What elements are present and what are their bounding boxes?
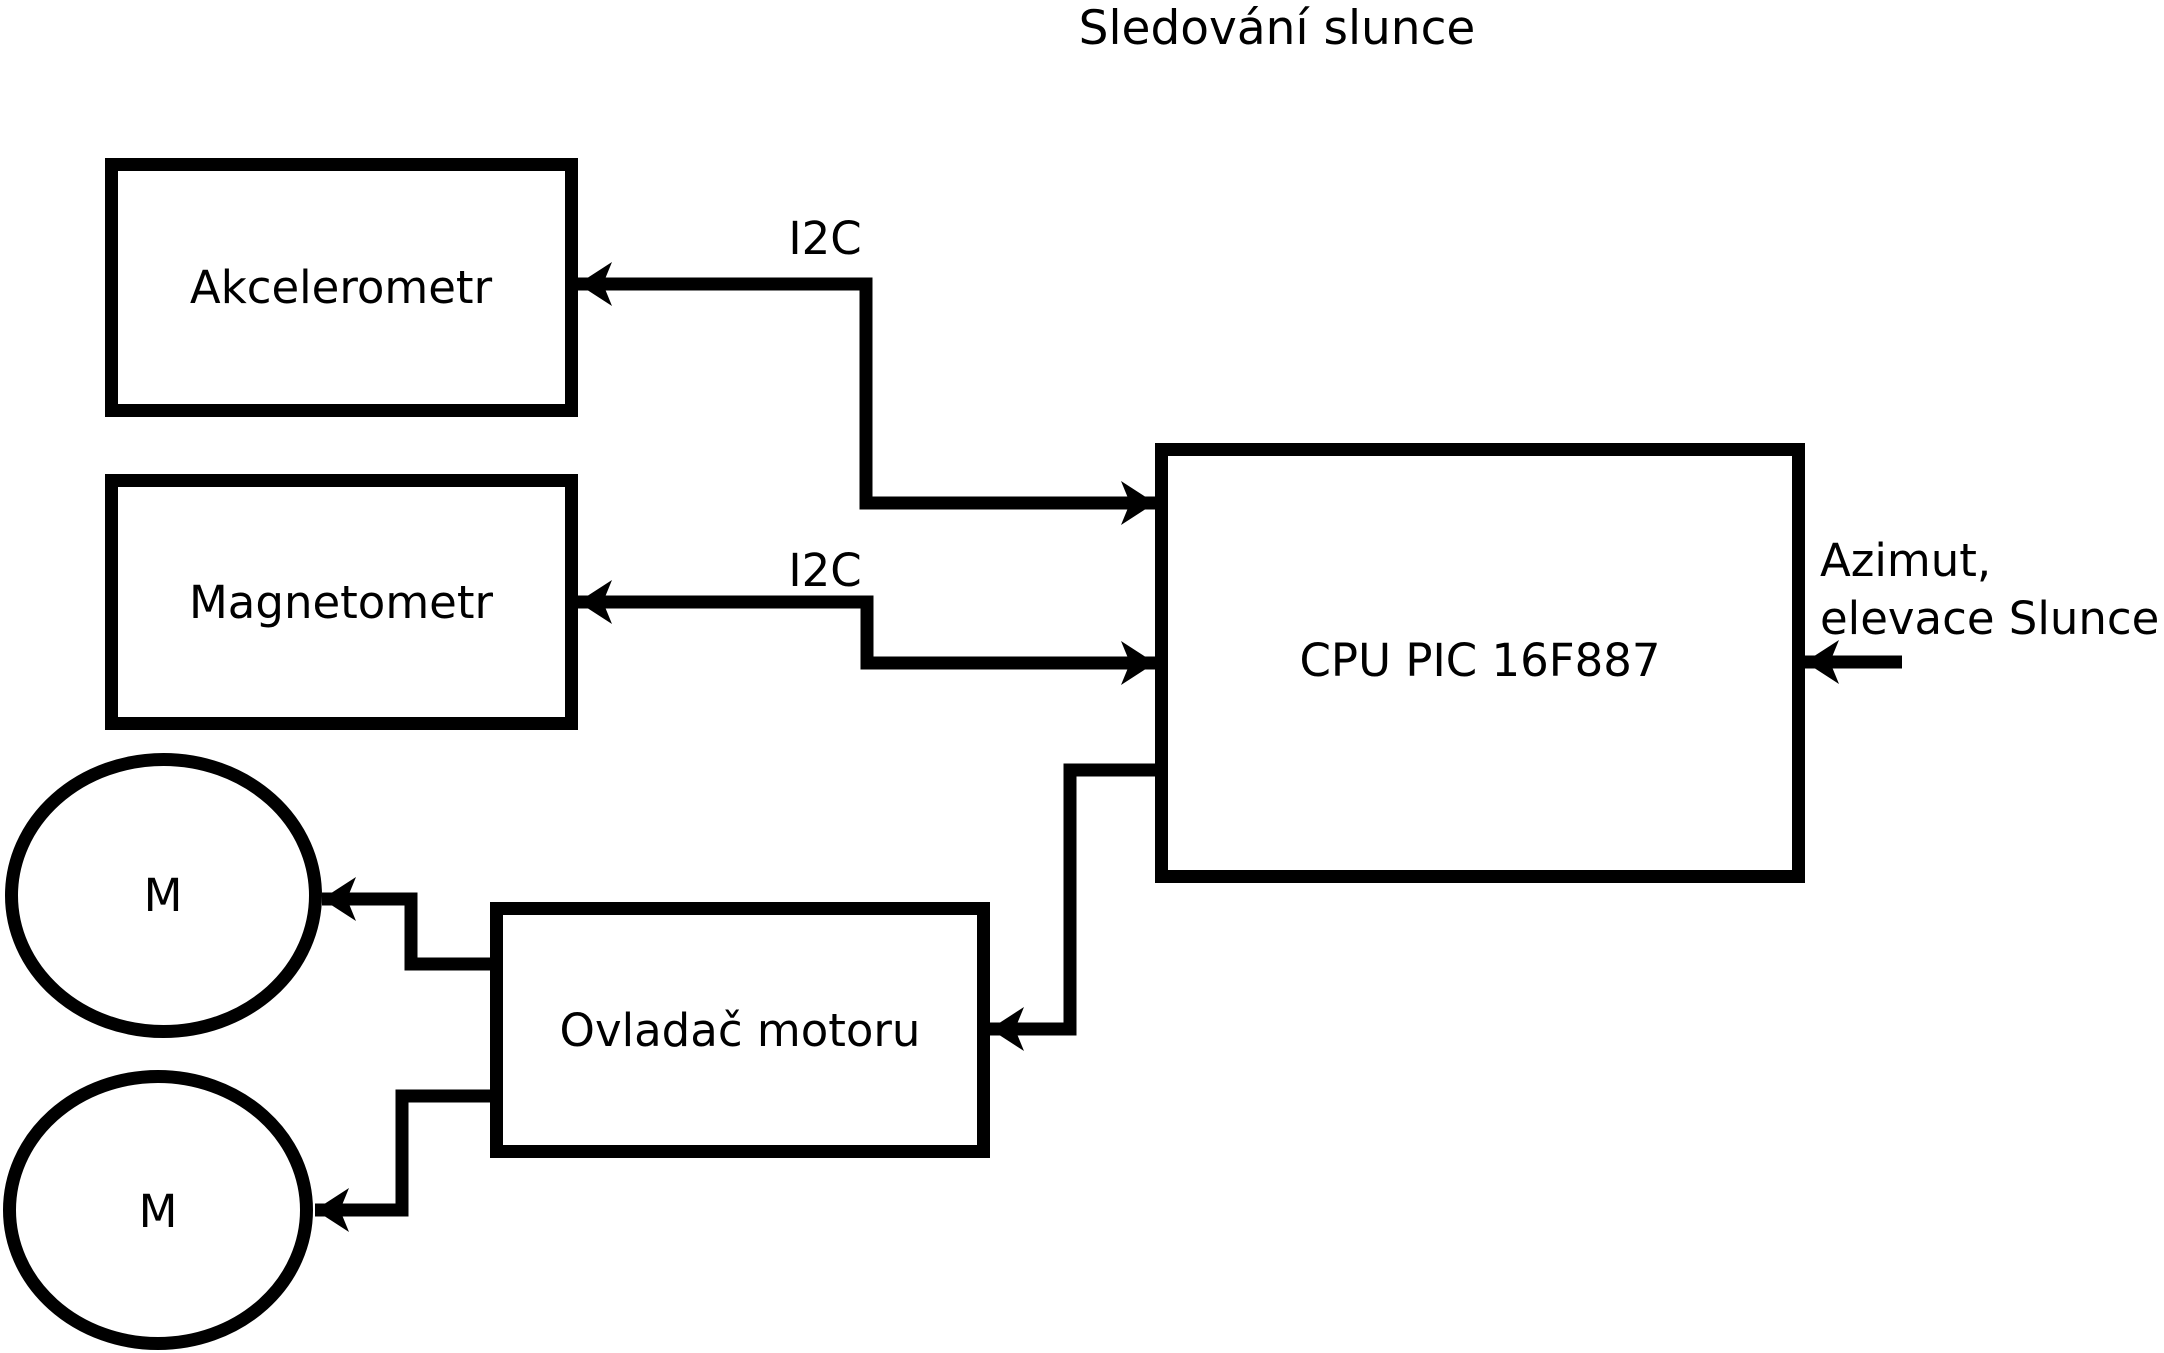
magnetometr-box	[105, 474, 578, 730]
cpu-to-ovladac-wire	[990, 763, 1155, 1036]
cpu-label: CPU PIC 16F887	[1300, 634, 1661, 687]
akcelerometr-box	[105, 158, 578, 417]
arrowhead-into-cpu-bottom	[1121, 641, 1155, 685]
arrowhead-into-motor1	[322, 877, 356, 921]
azimut-label-line1: Azimut,	[1820, 534, 1991, 587]
ovladac-motoru-label: Ovladač motoru	[560, 1004, 921, 1057]
i2c-label-magnetometr: I2C	[788, 544, 861, 597]
ovladac-to-motor1-wire	[322, 892, 496, 971]
arrowhead-into-motor2	[315, 1188, 349, 1232]
i2c-akcelerometr-wire	[578, 277, 1155, 510]
arrowhead-into-akcelerometr	[578, 262, 612, 306]
motor1-circle	[5, 753, 322, 1038]
arrowhead-into-magnetometr	[578, 580, 612, 624]
akcelerometr-label: Akcelerometr	[190, 261, 493, 314]
i2c-magnetometr-wire	[578, 595, 1155, 670]
arrowhead-azimut-into-cpu	[1805, 640, 1839, 684]
cpu-box	[1155, 443, 1805, 883]
azimut-label-line2: elevace Slunce	[1820, 592, 2159, 645]
diagram-title: Sledování slunce	[1079, 1, 1476, 56]
motor1-label: M	[144, 869, 183, 922]
motor2-label: M	[139, 1185, 178, 1238]
i2c-label-akcelerometr: I2C	[788, 212, 861, 265]
arrowhead-into-ovladac	[990, 1007, 1024, 1051]
ovladac-motoru-box	[490, 902, 990, 1158]
motor2-circle	[3, 1070, 313, 1350]
arrowhead-into-cpu-top	[1121, 481, 1155, 525]
ovladac-to-motor2-wire	[315, 1089, 496, 1217]
magnetometr-label: Magnetometr	[189, 576, 494, 629]
